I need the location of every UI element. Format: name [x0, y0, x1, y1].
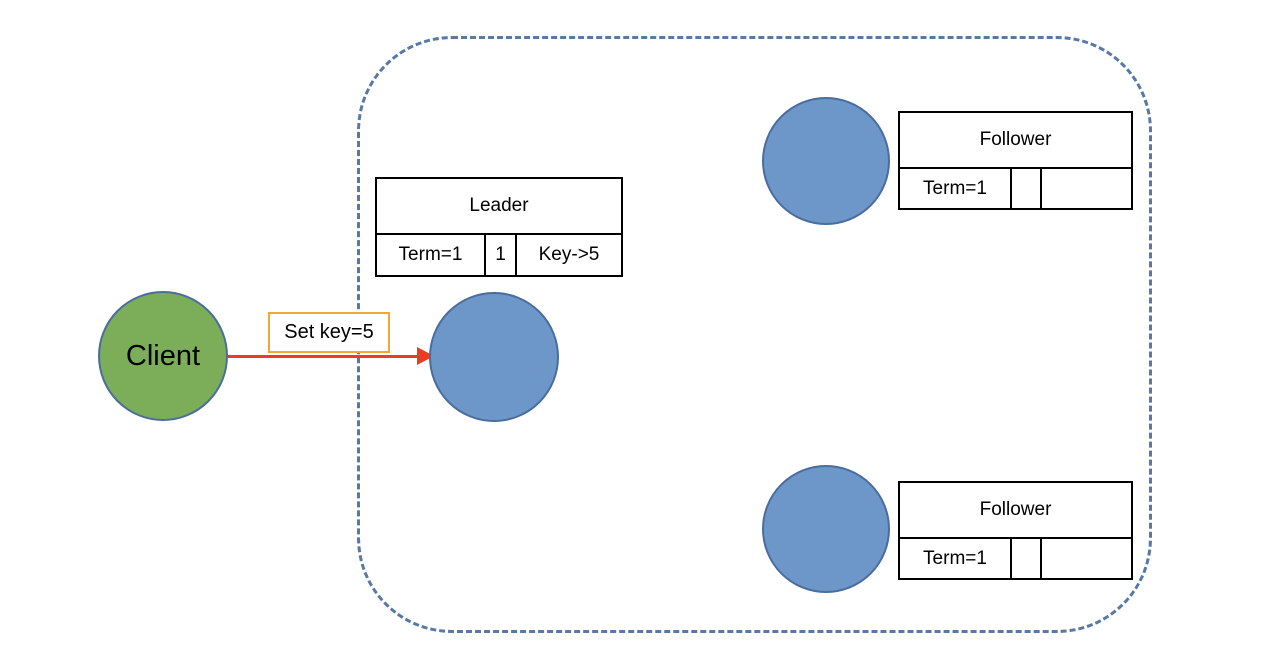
follower-top-log-index-cell — [1012, 169, 1042, 208]
follower-top-log-entry-cell — [1042, 169, 1131, 208]
leader-log-entry-cell: Key->5 — [538, 244, 600, 265]
request-arrow-line — [228, 355, 418, 358]
client-node: Client — [98, 291, 228, 421]
leader-node — [429, 292, 559, 422]
follower-bottom-table-row: Term=1 — [900, 539, 1131, 578]
request-label-box: Set key=5 — [268, 312, 390, 353]
request-label: Set key=5 — [284, 321, 374, 343]
leader-log-index-cell: 1 — [486, 235, 517, 275]
follower-node-top — [762, 97, 890, 225]
follower-top-table-title: Follower — [900, 113, 1131, 169]
follower-bottom-log-entry-cell — [1042, 539, 1131, 578]
follower-bottom-table-title: Follower — [900, 483, 1131, 539]
leader-state-table: Leader Term=1 1 Key->5 — [375, 177, 623, 277]
leader-term-cell: Term=1 — [377, 235, 486, 275]
follower-bottom-log-index-cell — [1012, 539, 1042, 578]
follower-top-term-cell: Term=1 — [900, 169, 1012, 208]
follower-top-state-table: Follower Term=1 — [898, 111, 1133, 210]
follower-node-bottom — [762, 465, 890, 593]
follower-bottom-state-table: Follower Term=1 — [898, 481, 1133, 580]
follower-top-table-row: Term=1 — [900, 169, 1131, 208]
leader-table-row: Term=1 1 Key->5 — [377, 235, 621, 275]
client-label: Client — [125, 339, 201, 372]
follower-bottom-term-cell: Term=1 — [900, 539, 1012, 578]
leader-table-title: Leader — [377, 179, 621, 235]
